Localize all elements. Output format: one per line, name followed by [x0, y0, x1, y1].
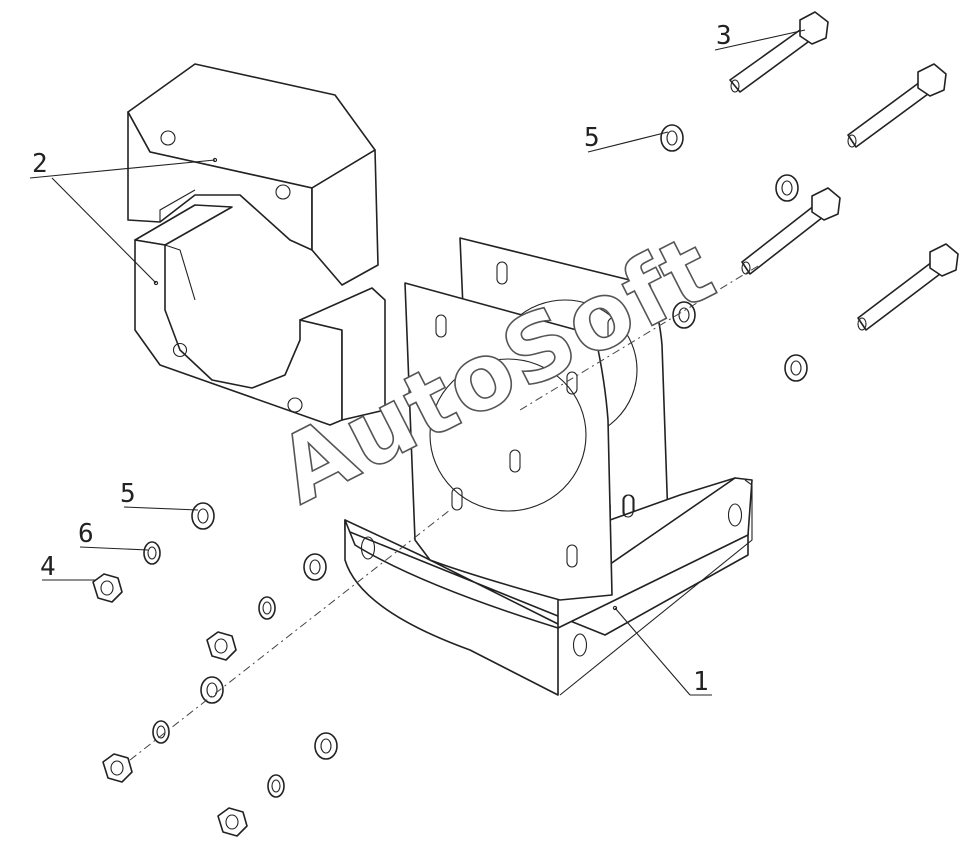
bolt — [741, 187, 841, 275]
callout-part-3: 3 — [716, 21, 732, 51]
assembly-axis — [129, 509, 451, 761]
callout-part-5-upper: 5 — [584, 123, 600, 153]
callout-part-2: 2 — [32, 149, 48, 179]
bolt — [847, 63, 947, 148]
callout-part-1: 1 — [693, 667, 709, 697]
clamp-block-upper-half — [127, 63, 379, 286]
hex-nuts — [92, 573, 248, 837]
assembly-axis — [519, 265, 759, 411]
callout-part-5-lower: 5 — [120, 479, 136, 509]
lock-washers — [143, 541, 285, 798]
mounting-bracket — [344, 237, 753, 696]
leader-lines — [29, 29, 806, 696]
callout-part-4: 4 — [40, 552, 56, 582]
bolt — [857, 243, 959, 331]
callout-part-6: 6 — [78, 519, 94, 549]
clamp-block-lower-half — [134, 204, 386, 426]
bolt — [729, 11, 829, 93]
